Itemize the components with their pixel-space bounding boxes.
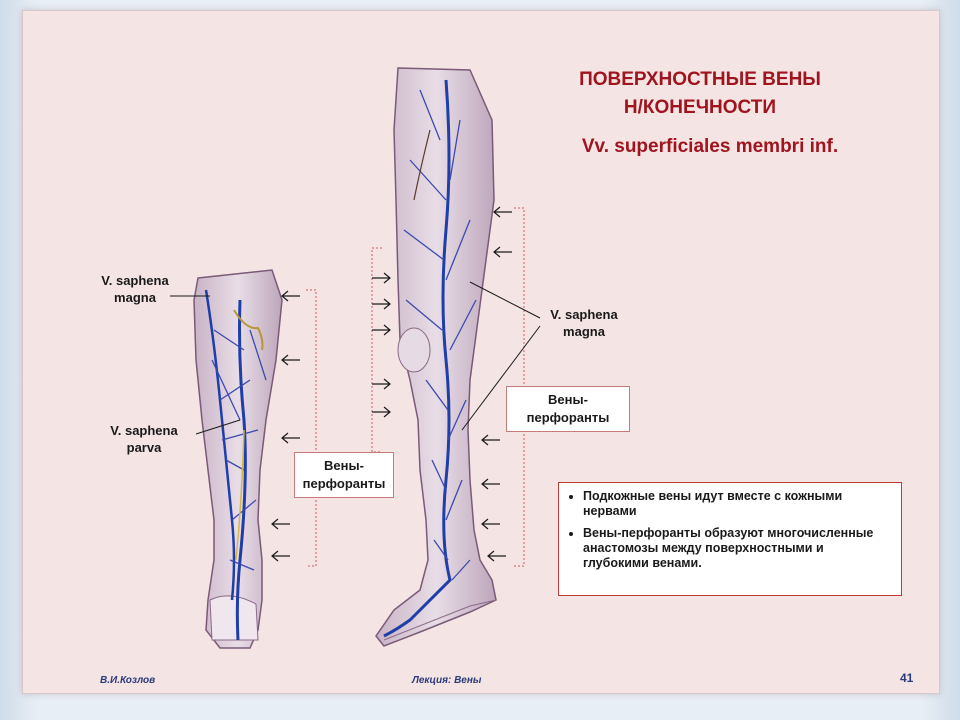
left-label-leaders bbox=[170, 295, 241, 435]
slide-title: ПОВЕРХНОСТНЫЕ ВЕНЫ Н/КОНЕЧНОСТИ bbox=[520, 66, 880, 122]
page-number: 41 bbox=[900, 671, 914, 685]
label-right-saphena-magna: V. saphena magna bbox=[538, 306, 630, 340]
title-line-1: ПОВЕРХНОСТНЫЕ ВЕНЫ bbox=[579, 69, 821, 90]
box-line: перфоранты bbox=[302, 476, 386, 491]
footer-lecture: Лекция: Вены bbox=[412, 675, 482, 686]
footer-author: В.И.Козлов bbox=[100, 675, 156, 686]
label-line: magna bbox=[563, 324, 605, 339]
title-line-2: Н/КОНЕЧНОСТИ bbox=[623, 97, 777, 118]
label-line: parva bbox=[126, 440, 162, 455]
left-perforator-arrows bbox=[271, 289, 317, 567]
note-item: Вены-перфоранты образуют многочисленные … bbox=[583, 526, 891, 571]
label-left-saphena-magna: V. saphena magna bbox=[90, 272, 180, 306]
box-line: Вены- bbox=[324, 458, 364, 473]
right-label-leaders bbox=[461, 281, 541, 431]
box-line: перфоранты bbox=[526, 410, 610, 425]
middle-perforator-arrows bbox=[371, 247, 391, 453]
label-left-saphena-parva: V. saphena parva bbox=[96, 422, 192, 456]
label-line: magna bbox=[114, 290, 156, 305]
label-line: V. saphena bbox=[101, 273, 169, 288]
notes-list: Подкожные вены идут вместе с кожными нер… bbox=[569, 489, 891, 571]
label-line: V. saphena bbox=[110, 423, 178, 438]
medial-leg-image bbox=[375, 67, 497, 647]
box-line: Вены- bbox=[548, 392, 588, 407]
posterior-leg-image bbox=[193, 269, 283, 649]
perforator-box-left: Вены- перфоранты bbox=[294, 452, 394, 498]
perforator-box-right: Вены- перфоранты bbox=[506, 386, 630, 432]
label-line: V. saphena bbox=[550, 307, 618, 322]
slide-subtitle: Vv. superficiales membri inf. bbox=[581, 136, 839, 157]
note-item: Подкожные вены идут вместе с кожными нер… bbox=[583, 489, 891, 519]
notes-box: Подкожные вены идут вместе с кожными нер… bbox=[558, 482, 902, 596]
